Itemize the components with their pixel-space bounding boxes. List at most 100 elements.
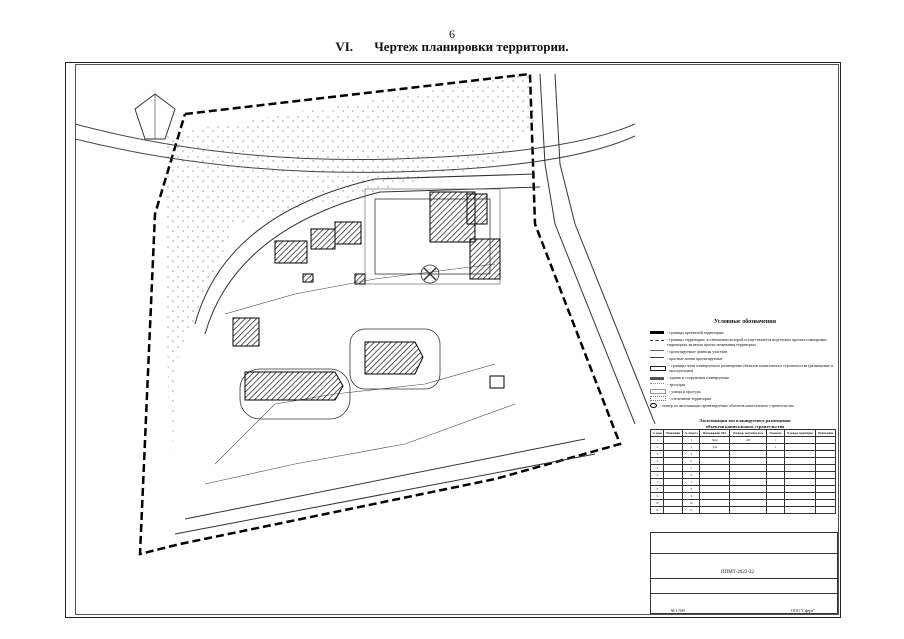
table-cell: 9 [682,492,701,500]
table-cell: 8 [649,485,665,493]
table-cell: 2 [649,443,665,451]
table-cell: 9 [649,492,665,500]
table-cell [815,464,836,472]
legend: Условные обозначения - границы проектной… [650,318,840,410]
table-cell [766,464,785,472]
table-cell [699,485,731,493]
table-cell [766,485,785,493]
table-cell [815,499,836,507]
drawing-frame [65,62,841,618]
table-row: 10 10 [649,499,836,507]
table-cell: 480 [729,436,768,444]
square-feature [420,264,440,284]
table-cell: 5 [649,464,665,472]
page-title: VI. Чертеж планировки территории. [0,39,904,55]
table-cell [699,471,731,479]
table-cell: 4 [649,457,665,465]
table-cell [729,457,768,465]
table-cell [783,436,817,444]
table-cell [783,443,817,451]
table-cell [815,471,836,479]
table-cell [766,457,785,465]
table-cell [663,457,684,465]
table-cell [699,492,731,500]
table-cell [663,443,684,451]
table-cell [663,499,684,507]
table-cell [663,436,684,444]
table-cell [783,506,817,514]
table-cell: 1 [649,436,665,444]
title-block: ППМТ-2022-22 М 1:500 ООО "Сфера" [650,532,839,614]
legend-item: - здания и сооружения планируемые [650,375,840,380]
legend-item: - границы проектной территории [650,330,840,335]
table-cell: 3 [649,450,665,458]
table-cell: Храм [699,436,731,444]
legend-item: - номер по экспликации проектируемых объ… [650,403,840,409]
table-cell [663,450,684,458]
section-number: VI. [335,39,354,54]
table-cell [815,478,836,486]
explication-table: № зоны Назначение № объекта Наименование… [649,429,836,514]
table-cell [699,478,731,486]
legend-item: - улицы и проезды [650,389,840,395]
legend-item: - озеленение территории [650,396,840,402]
table-cell [783,464,817,472]
legend-item: - границы зоны планируемого размещения о… [650,363,840,374]
table-cell [783,492,817,500]
table-cell: 1 [766,436,785,444]
table-cell [766,471,785,479]
table-cell [663,464,684,472]
table-cell: 6 [682,471,701,479]
document-code: ППМТ-2022-22 [721,570,755,575]
table-cell [663,471,684,479]
table-cell: 8 [682,485,701,493]
table-cell [783,478,817,486]
table-cell [699,464,731,472]
table-cell [729,478,768,486]
page-number: 6 [449,27,455,41]
table-cell: Дом [699,443,731,451]
table-cell [729,464,768,472]
table-cell [766,450,785,458]
table-cell [815,506,836,514]
table-cell [783,450,817,458]
table-cell: 1 [766,443,785,451]
table-cell [663,492,684,500]
table-cell [815,443,836,451]
table-cell [699,499,731,507]
legend-item: - границы территории, в отношении которо… [650,337,840,348]
table-cell: 5 [682,464,701,472]
table-cell: 10 [649,499,665,507]
section-title: Чертеж планировки территории. [374,39,569,54]
table-cell: 11 [649,506,665,514]
table-cell [766,499,785,507]
buildings [232,191,505,401]
organization-label: ООО "Сфера" [791,608,815,613]
legend-title: Условные обозначения [714,319,776,325]
table-cell: 10 [682,499,701,507]
table-cell [766,506,785,514]
table-cell [815,485,836,493]
table-header-row: № зоны Назначение № объекта Наименование… [649,429,836,437]
scale-label: М 1:500 [671,608,685,613]
project-boundary [138,72,622,556]
table-cell: 3 [682,450,701,458]
explication-title: Экспликация зон планируемого размещения … [699,418,791,429]
table-cell: 4 [682,457,701,465]
table-cell [699,457,731,465]
table-cell [783,471,817,479]
table-cell [766,492,785,500]
table-cell [699,450,731,458]
legend-item: - красные линии проектируемые [650,356,840,361]
table-cell [815,436,836,444]
table-cell [699,506,731,514]
